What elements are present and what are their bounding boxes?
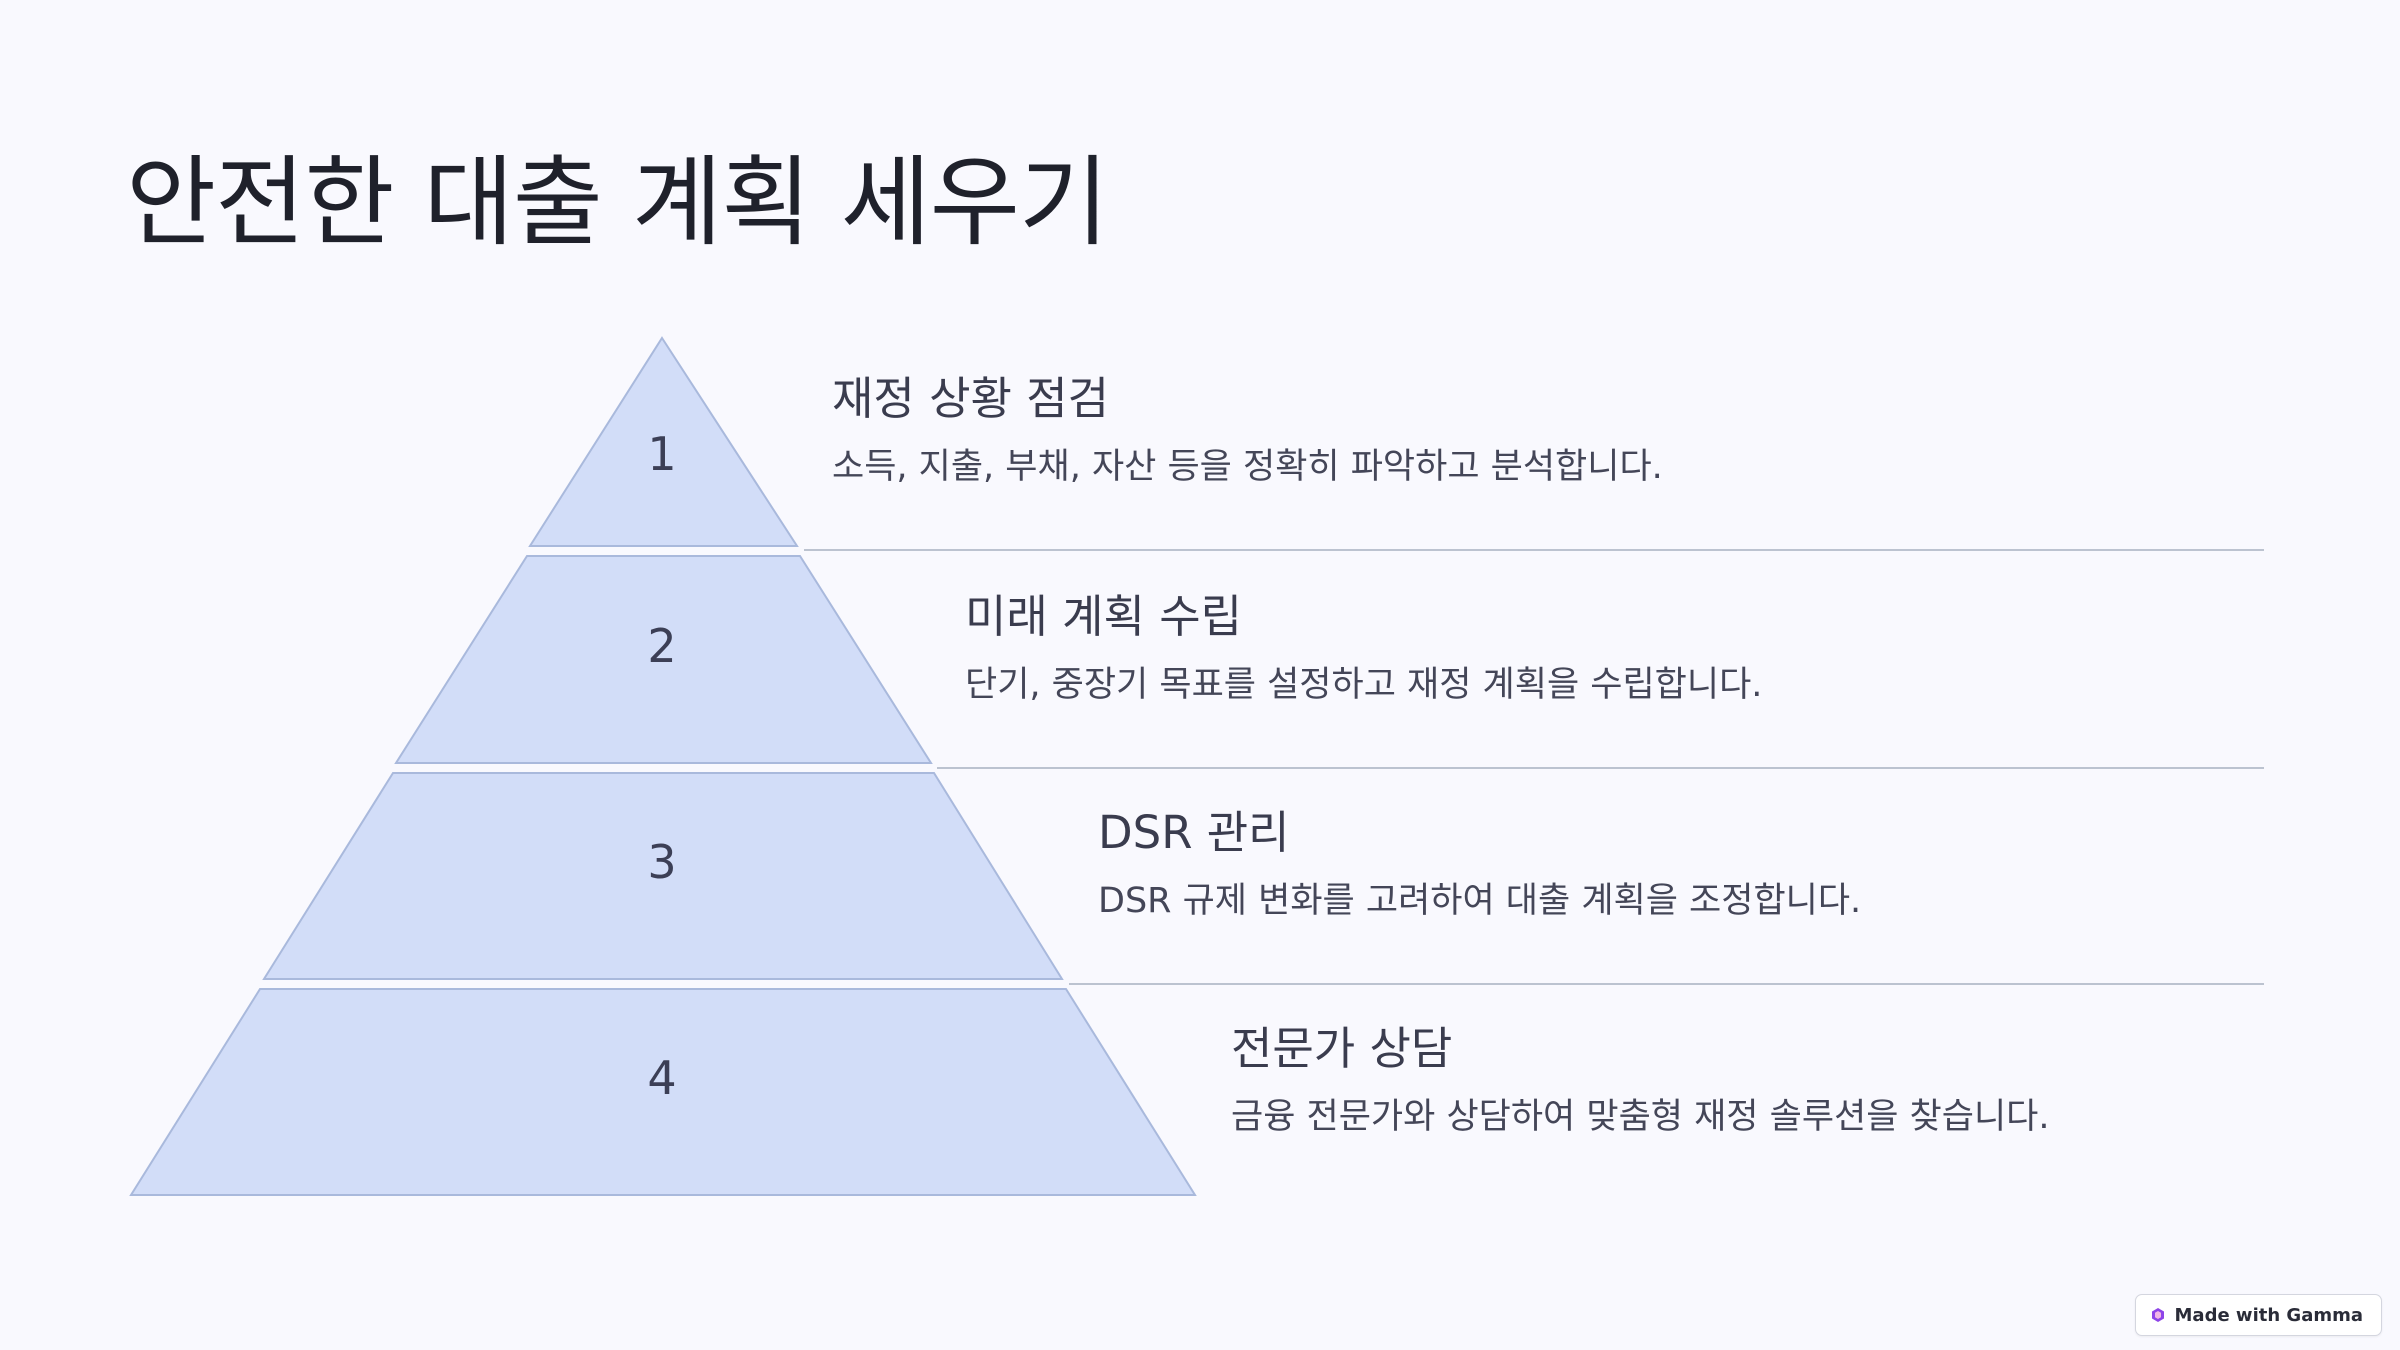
- step-3-title: DSR 관리: [1098, 806, 1290, 859]
- step-1-description: 소득, 지출, 부채, 자산 등을 정확히 파악하고 분석합니다.: [832, 447, 1663, 487]
- step-4-text: 전문가 상담 금융 전문가와 상담하여 맞춤형 재정 솔루션을 찾습니다.: [1231, 1022, 2049, 1138]
- step-2-description: 단기, 중장기 목표를 설정하고 재정 계획을 수립합니다.: [965, 665, 1763, 705]
- step-3-description: DSR 규제 변화를 고려하여 대출 계획을 조정합니다.: [1098, 881, 1862, 921]
- gamma-logo-icon: [2151, 1308, 2164, 1322]
- pyramid-segment-1: [528, 336, 799, 547]
- pyramid-number-3: 3: [647, 835, 676, 889]
- step-2-text: 미래 계획 수립 단기, 중장기 목표를 설정하고 재정 계획을 수립합니다.: [965, 590, 1762, 706]
- pyramid-number-2: 2: [647, 619, 676, 673]
- step-4-title: 전문가 상담: [1231, 1022, 1453, 1075]
- badge-label: Made with Gamma: [2174, 1304, 2363, 1326]
- step-2-title: 미래 계획 수립: [965, 590, 1243, 643]
- step-1-text: 재정 상황 점검 소득, 지출, 부채, 자산 등을 정확히 파악하고 분석합니…: [832, 372, 1663, 488]
- pyramid-segment-3: [262, 772, 1064, 980]
- pyramid-number-4: 4: [647, 1051, 676, 1105]
- step-1-title: 재정 상황 점검: [832, 372, 1110, 425]
- made-with-gamma-badge[interactable]: Made with Gamma: [2134, 1294, 2382, 1336]
- pyramid-number-1: 1: [647, 427, 676, 481]
- step-4-description: 금융 전문가와 상담하여 맞춤형 재정 솔루션을 찾습니다.: [1231, 1097, 2050, 1137]
- page-title: 안전한 대출 계획 세우기: [126, 146, 1109, 260]
- step-3-text: DSR 관리 DSR 규제 변화를 고려하여 대출 계획을 조정합니다.: [1098, 806, 1861, 922]
- pyramid-segment-4: [129, 988, 1197, 1196]
- pyramid-segment-2: [394, 555, 933, 764]
